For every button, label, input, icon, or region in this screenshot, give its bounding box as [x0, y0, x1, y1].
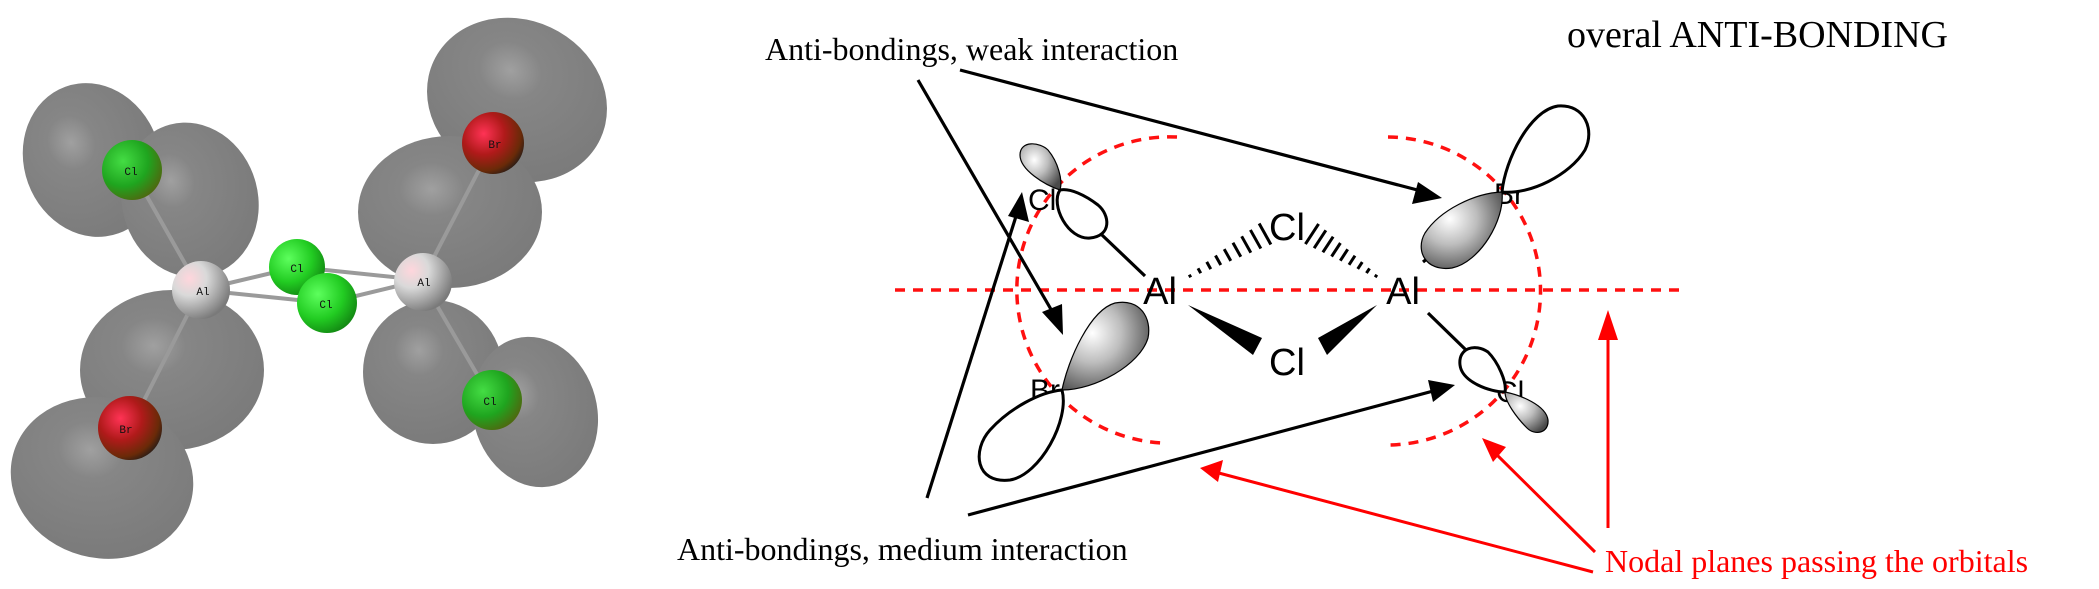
orbital-3d-render: Cl Al Br Cl Cl Al	[10, 17, 607, 559]
atom-label: Cl	[319, 300, 332, 312]
orbital-lobe-white	[977, 388, 1065, 482]
weak-interaction-arrows	[916, 68, 1442, 335]
atom-label: Cl	[290, 264, 303, 276]
arrow-medium-to-cl-bottom-right	[967, 388, 1438, 517]
atom-cl-bridge-front: Cl	[297, 273, 357, 333]
atom-al-right: Al	[394, 253, 452, 311]
nodal-arc-left	[1015, 135, 1178, 445]
hash-stroke	[1339, 248, 1349, 262]
hash-stroke	[1321, 235, 1335, 254]
nodal-plane-arrows	[1200, 310, 1618, 574]
orbital-lobe-white	[1500, 104, 1591, 194]
arrowhead-icon	[1200, 460, 1223, 482]
wedge-bond-al-right-cl	[1318, 305, 1377, 355]
hash-stroke	[1196, 267, 1203, 274]
hash-stroke	[1231, 241, 1243, 258]
atom-al-left-label: Al	[1143, 271, 1177, 313]
red-arrow-to-right-arc	[1490, 448, 1597, 554]
orbital-cl-top-left: Cl	[1019, 143, 1109, 240]
medium-interaction-arrows	[925, 192, 1455, 517]
orbital-lobe-shaded	[1019, 143, 1062, 191]
nodal-arc-right	[1384, 135, 1543, 447]
hash-stroke	[1249, 229, 1263, 250]
arrow-medium-to-cl-top-left	[925, 209, 1020, 499]
atom-label: Br	[488, 140, 501, 152]
lobe-al-right-upper	[358, 136, 542, 288]
hash-stroke	[1373, 273, 1379, 279]
atom-cl-bridge-bottom-label: Cl	[1269, 342, 1305, 384]
hash-stroke	[1187, 273, 1193, 279]
arrowhead-icon	[1598, 310, 1618, 340]
arrowhead-icon	[1008, 192, 1029, 222]
atom-label: Br	[119, 425, 132, 437]
hash-stroke	[1347, 254, 1357, 266]
hash-stroke	[1222, 248, 1233, 262]
atom-label: Cl	[124, 167, 137, 179]
caption-medium-interaction: Anti-bondings, medium interaction	[677, 531, 1128, 567]
wedge-bond-al-left-cl	[1188, 305, 1262, 355]
figure-title: overal ANTI-BONDING	[1567, 14, 1948, 56]
orbital-cl-bottom-right: Cl	[1458, 346, 1549, 434]
hash-stroke	[1356, 261, 1364, 270]
atoms-3d: Cl Al Br Cl Cl Al	[98, 112, 524, 460]
hash-stroke	[1240, 235, 1253, 254]
red-arrow-to-left-arc	[1214, 470, 1594, 574]
hashed-bond-al-right-cl	[1304, 223, 1379, 279]
caption-weak-interaction: Anti-bondings, weak interaction	[765, 31, 1178, 67]
atom-al-left: Al	[172, 261, 230, 319]
atom-label: Al	[196, 287, 209, 299]
hash-stroke	[1257, 222, 1273, 246]
orbital-lobe-shaded	[1504, 391, 1549, 434]
atom-al-right-label: Al	[1386, 271, 1420, 313]
atom-cl-terminal-right: Cl	[462, 370, 522, 430]
hash-stroke	[1365, 267, 1371, 274]
arrow-weak-to-br-bottom-left	[916, 79, 1058, 319]
hash-stroke	[1214, 254, 1223, 266]
hash-stroke	[1330, 242, 1342, 258]
orbital-br-bottom-left: Br	[977, 301, 1150, 482]
orbital-lobe-white	[1458, 346, 1507, 394]
bond-al-right-cl-terminal	[1426, 311, 1468, 352]
orbital-lobe-shaded	[1061, 301, 1150, 391]
atom-cl-terminal-left: Cl	[102, 140, 162, 200]
atom-br-left: Br	[98, 396, 162, 460]
orbital-br-top-right: Br	[1420, 104, 1591, 270]
atom-label: Al	[417, 278, 430, 290]
atom-cl-bridge-top-label: Cl	[1269, 207, 1305, 249]
arrowhead-icon	[1412, 182, 1442, 204]
hash-stroke	[1205, 261, 1213, 270]
arrowhead-icon	[1482, 438, 1506, 462]
atom-br-right: Br	[462, 112, 524, 174]
atom-label: Cl	[483, 397, 496, 409]
orbital-lobe-shaded	[1420, 191, 1503, 270]
orbital-lobe-white	[1055, 188, 1109, 240]
arrowhead-icon	[1042, 304, 1063, 335]
arrowhead-icon	[1428, 380, 1455, 402]
arrow-weak-to-br-top-right	[959, 68, 1426, 194]
hash-stroke	[1312, 229, 1328, 250]
hashed-bond-al-left-cl	[1187, 222, 1273, 279]
orbital-scheme: overal ANTI-BONDING Al Al Cl Cl Cl	[677, 14, 2028, 579]
atom-cl-top-left-label: Cl	[1028, 184, 1056, 217]
hash-stroke	[1304, 223, 1320, 245]
caption-nodal-planes: Nodal planes passing the orbitals	[1605, 543, 2028, 579]
bond-al-left-cl-terminal	[1100, 233, 1147, 278]
